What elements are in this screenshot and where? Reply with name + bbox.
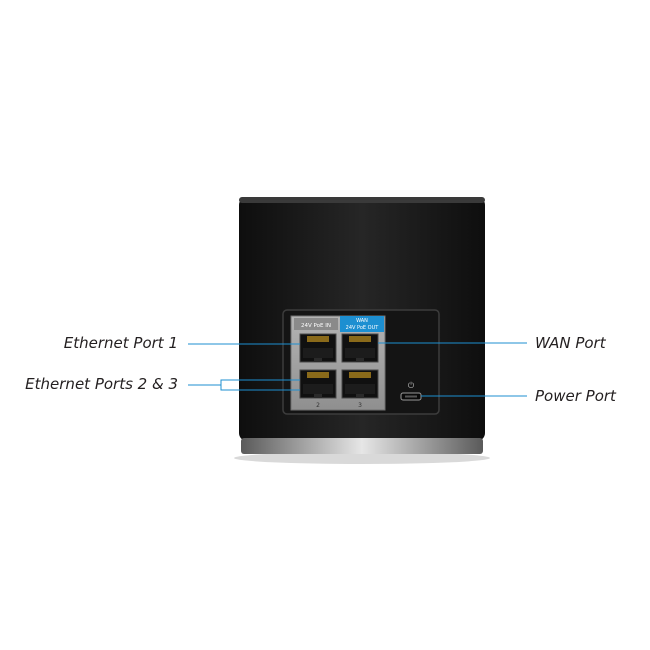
port-number-2: 2	[316, 402, 320, 409]
callout-power-port: Power Port	[535, 387, 616, 405]
device-top-edge	[239, 197, 485, 203]
ethernet-port-2[interactable]	[299, 369, 337, 399]
ethernet-port-1[interactable]	[299, 333, 337, 363]
poe-in-label-bg	[294, 318, 338, 330]
ethernet-port-3[interactable]	[341, 369, 379, 399]
port-number-3: 3	[358, 402, 362, 409]
callout-line-ethernet-ports-2-3-lower	[220, 385, 300, 391]
callout-line-ethernet-ports-2-3	[188, 379, 300, 386]
power-port[interactable]	[400, 392, 422, 401]
callout-lines	[188, 342, 527, 397]
wan-label-bg	[340, 316, 384, 332]
power-symbol-icon: ⏻	[408, 381, 415, 390]
poe-out-label: 24V PoE OUT	[346, 325, 380, 331]
device-base	[241, 438, 483, 454]
wan-label: WAN	[356, 318, 368, 324]
callout-ethernet-ports-2-3: Ethernet Ports 2 & 3	[25, 375, 178, 393]
device-shadow	[234, 452, 490, 464]
callout-wan-port: WAN Port	[535, 334, 606, 352]
wan-port[interactable]	[341, 333, 379, 363]
poe-in-label: 24V PoE IN	[301, 323, 331, 329]
callout-ethernet-port-1: Ethernet Port 1	[63, 334, 178, 352]
